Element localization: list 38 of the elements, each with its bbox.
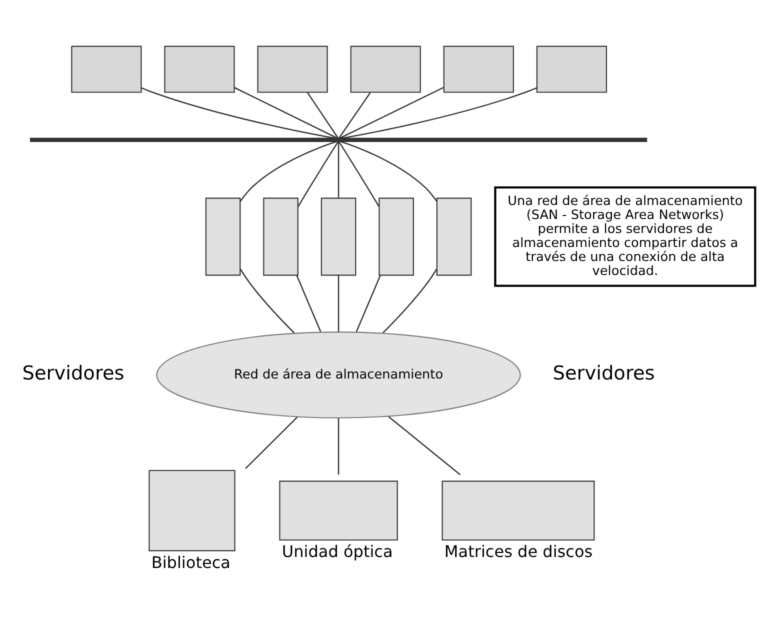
node-box <box>263 198 298 276</box>
connector <box>338 418 340 475</box>
connector <box>382 268 438 334</box>
node-box <box>205 198 241 276</box>
connector <box>388 416 461 476</box>
connector <box>296 275 322 332</box>
node-box <box>350 46 421 93</box>
connector <box>338 141 380 207</box>
node-box <box>257 46 328 93</box>
connector <box>338 142 340 198</box>
connector <box>338 275 340 332</box>
node-box <box>436 198 472 276</box>
connector <box>306 92 339 138</box>
node-box: Una red de área de almacenamiento (SAN - Storage Area Networks) permite a los servidores de almacenamiento compartir datos a través de una conexión de alta velocidad. <box>494 186 756 287</box>
label: Servidores <box>552 362 655 385</box>
connector <box>356 275 381 332</box>
node-box <box>164 46 235 93</box>
node-box <box>71 46 142 93</box>
connector <box>339 86 444 139</box>
node-label: Biblioteca <box>151 552 231 572</box>
node-box <box>378 198 414 276</box>
connector <box>342 87 538 139</box>
label: Servidores <box>22 362 124 385</box>
connector <box>340 140 438 202</box>
node-label: Unidad óptica <box>282 542 393 562</box>
node-label: Matrices de discos <box>444 542 593 562</box>
connector <box>245 416 298 470</box>
connector <box>240 140 337 202</box>
node-box <box>443 46 514 93</box>
connector <box>338 92 371 138</box>
connector <box>234 87 338 139</box>
node-box <box>320 198 356 276</box>
node-ellipse: Red de área de almacenamiento <box>156 332 521 418</box>
node-box <box>536 46 607 93</box>
connector <box>141 87 336 139</box>
connector <box>298 141 339 207</box>
node-bar <box>30 138 648 142</box>
connector <box>240 268 295 334</box>
